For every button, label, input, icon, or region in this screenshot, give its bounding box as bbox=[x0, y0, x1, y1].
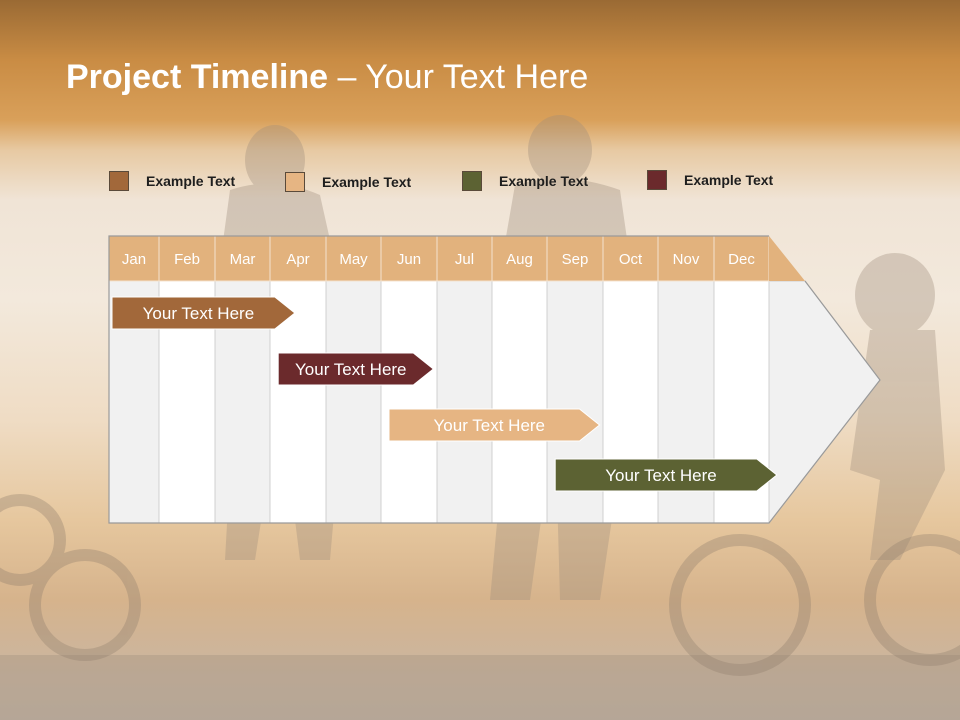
legend-label: Example Text bbox=[146, 173, 236, 189]
month-label: Apr bbox=[286, 251, 309, 268]
month-label: Jun bbox=[397, 251, 421, 268]
legend-swatch bbox=[285, 172, 305, 192]
month-label: May bbox=[339, 251, 368, 268]
task-bar-label: Your Text Here bbox=[605, 466, 717, 485]
task-bar-label: Your Text Here bbox=[295, 360, 407, 379]
legend-label: Example Text bbox=[322, 174, 412, 190]
legend-swatch bbox=[109, 171, 129, 191]
task-bar bbox=[388, 408, 601, 442]
timeline-arrow-head bbox=[769, 236, 805, 281]
month-column bbox=[491, 280, 548, 524]
timeline-outline bbox=[108, 235, 881, 524]
task-bar bbox=[554, 458, 778, 492]
legend-label: Example Text bbox=[684, 172, 774, 188]
legend-swatch bbox=[647, 170, 667, 190]
title-bold: Project Timeline bbox=[66, 58, 329, 96]
month-header-cell bbox=[380, 235, 438, 282]
page-title: Project Timeline – Your Text Here bbox=[66, 58, 588, 97]
month-header-cell bbox=[657, 235, 715, 282]
month-header-cell bbox=[602, 235, 659, 282]
month-label: Aug bbox=[506, 251, 533, 268]
month-label: Nov bbox=[673, 251, 700, 268]
legend-label: Example Text bbox=[499, 173, 589, 189]
month-label: Sep bbox=[562, 251, 589, 268]
month-label: Jan bbox=[122, 251, 146, 268]
title-rest: – Your Text Here bbox=[328, 58, 589, 96]
month-column bbox=[325, 280, 382, 524]
month-header-cell bbox=[108, 235, 160, 282]
month-label: Feb bbox=[174, 251, 200, 268]
task-bar-label: Your Text Here bbox=[143, 304, 255, 323]
month-header-cell bbox=[491, 235, 548, 282]
month-header-cell bbox=[436, 235, 493, 282]
task-bar-label: Your Text Here bbox=[434, 416, 546, 435]
task-bar bbox=[111, 296, 296, 330]
legend-swatch bbox=[462, 171, 482, 191]
month-header-cell bbox=[713, 235, 770, 282]
month-label: Jul bbox=[455, 251, 474, 268]
month-label: Dec bbox=[728, 251, 755, 268]
month-label: Mar bbox=[230, 251, 256, 268]
month-column bbox=[380, 280, 438, 524]
month-header-cell bbox=[214, 235, 271, 282]
month-column bbox=[436, 280, 493, 524]
month-header-cell bbox=[158, 235, 216, 282]
month-header-cell bbox=[546, 235, 604, 282]
month-label: Oct bbox=[619, 251, 643, 268]
task-bar bbox=[277, 352, 435, 386]
